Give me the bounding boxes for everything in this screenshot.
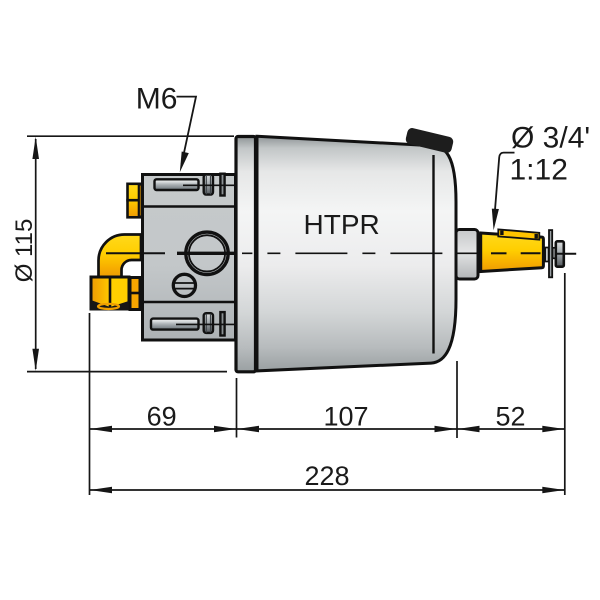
svg-text:M6: M6 xyxy=(136,83,178,116)
svg-text:Ø 3/4': Ø 3/4' xyxy=(511,122,590,155)
svg-text:1:12: 1:12 xyxy=(510,154,568,187)
svg-text:107: 107 xyxy=(323,402,368,432)
svg-text:HTPR: HTPR xyxy=(304,209,380,240)
svg-text:52: 52 xyxy=(495,402,525,432)
svg-text:228: 228 xyxy=(304,461,349,491)
svg-text:Ø 115: Ø 115 xyxy=(11,219,38,283)
svg-text:69: 69 xyxy=(147,402,177,432)
